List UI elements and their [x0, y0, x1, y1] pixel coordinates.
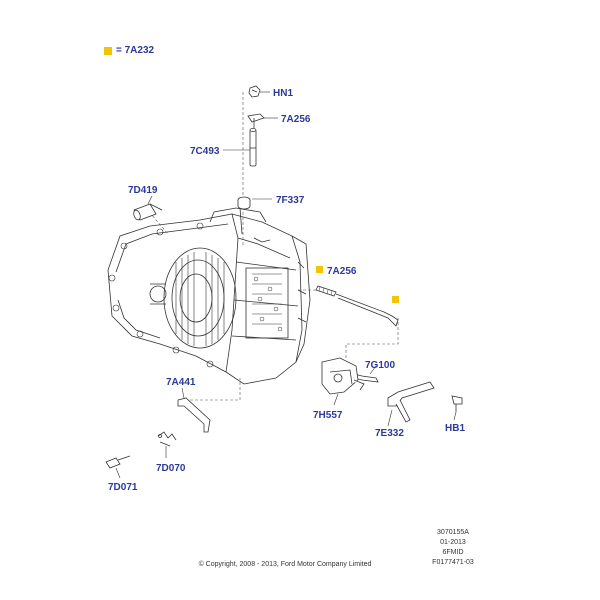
callout-7h557: 7H557: [313, 410, 343, 421]
callout-7a256-mid: 7A256: [327, 266, 357, 277]
callout-7g100: 7G100: [365, 360, 395, 371]
reference-line-3: 6FMID: [442, 549, 464, 556]
legend-marker: [104, 46, 112, 55]
callout-7e332: 7E332: [375, 428, 404, 439]
marker-7a232-b: [392, 296, 399, 303]
part-7f337: [237, 196, 251, 210]
callout-hn1: HN1: [273, 88, 293, 99]
callout-hb1: HB1: [445, 423, 465, 434]
leader-lines: [145, 92, 399, 401]
part-7d071: [105, 455, 131, 469]
callout-7a441: 7A441: [166, 377, 196, 388]
reference-line-4: F0177471-03: [432, 559, 474, 566]
part-7a256-mid: [315, 285, 399, 327]
callout-7f337: 7F337: [276, 195, 305, 206]
callout-7d419: 7D419: [128, 185, 158, 196]
copyright-notice: © Copyright, 2008 - 2013, Ford Motor Com…: [198, 561, 372, 568]
legend-text: = 7A232: [116, 45, 155, 56]
callout-7d071: 7D071: [108, 482, 138, 493]
reference-line-1: 3070155A: [437, 529, 469, 536]
part-7a256-top: [247, 113, 265, 128]
reference-block: 3070155A 01-2013 6FMID F0177471-03: [408, 528, 498, 568]
part-7d419: [133, 203, 163, 221]
part-7c493: [249, 128, 257, 167]
part-7d070: [157, 431, 177, 447]
reference-line-2: 01-2013: [440, 539, 466, 546]
part-7a441: [177, 397, 211, 433]
callout-7c493: 7C493: [190, 146, 220, 157]
part-hb1: [451, 395, 463, 412]
callout-leaders: [115, 91, 457, 479]
marker-7a232-a: [316, 266, 323, 273]
part-hn1: [248, 85, 261, 98]
callout-7d070: 7D070: [156, 463, 186, 474]
transmission-housing: [107, 207, 311, 385]
legend: = 7A232: [104, 45, 154, 56]
part-7h557: [321, 357, 365, 395]
callout-7a256-top: 7A256: [281, 114, 311, 125]
part-7e332: [387, 381, 435, 423]
